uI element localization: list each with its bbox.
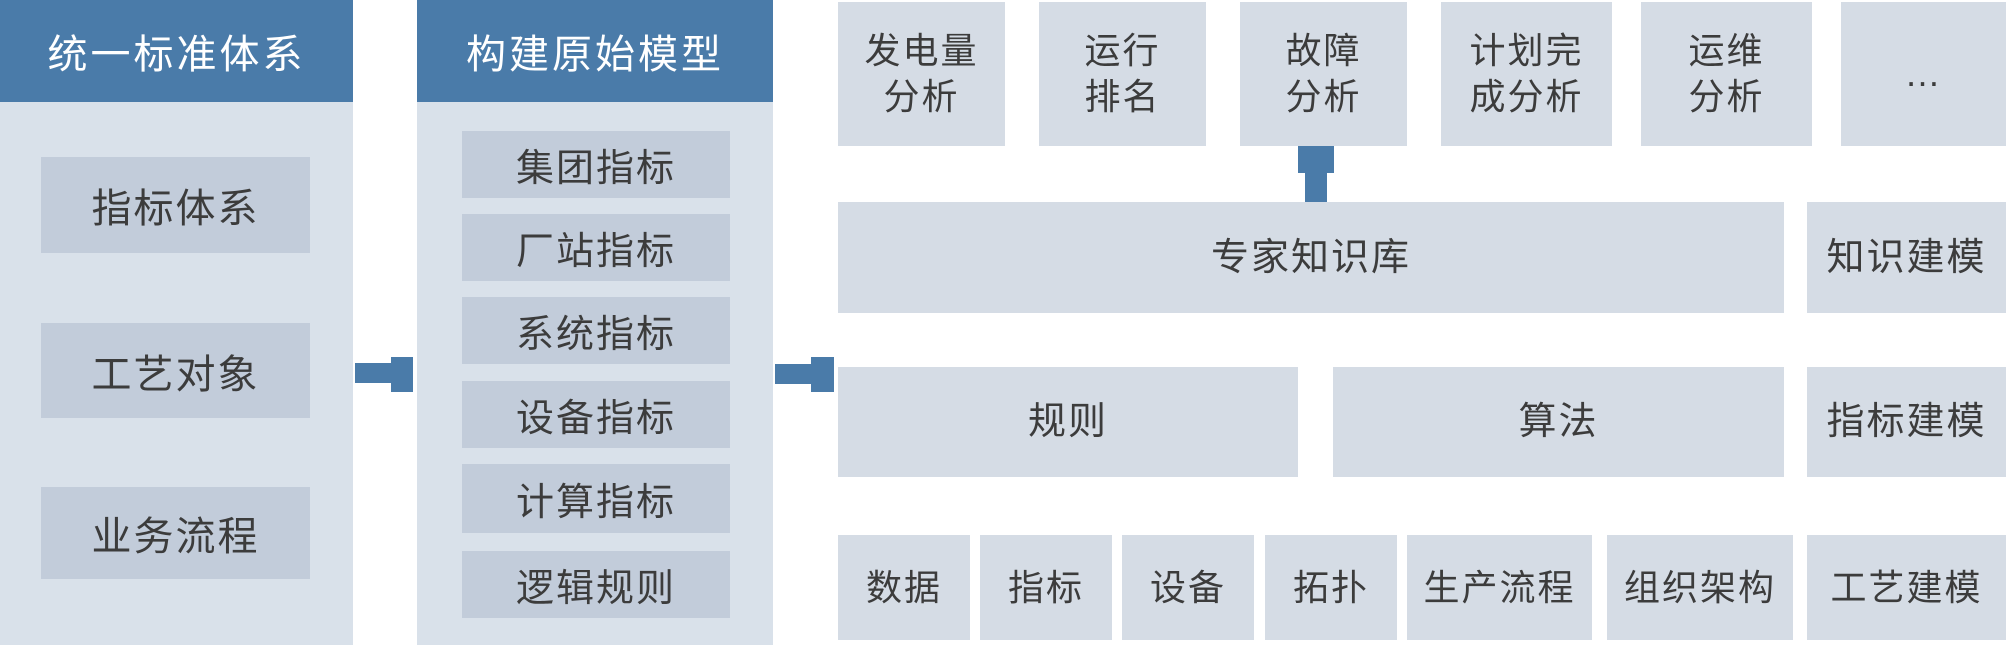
rules-box: 规则 bbox=[838, 367, 1298, 477]
knowledge-modeling-label: 知识建模 bbox=[1807, 202, 2006, 313]
analysis-box-plan-completion: 计划完 成分析 bbox=[1441, 2, 1612, 146]
object-box-indicator: 指标 bbox=[980, 535, 1112, 640]
model-item-plant-indicator: 厂站指标 bbox=[462, 214, 730, 281]
object-box-topology: 拓扑 bbox=[1265, 535, 1397, 640]
analysis-box-fault-analysis: 故障 分析 bbox=[1240, 2, 1407, 146]
original-model-header: 构建原始模型 bbox=[417, 0, 773, 102]
right-arrow-icon bbox=[775, 357, 834, 392]
standard-system-header: 统一标准体系 bbox=[0, 0, 353, 102]
object-box-org-structure: 组织架构 bbox=[1607, 535, 1793, 640]
analysis-box-ellipsis: … bbox=[1841, 2, 2006, 146]
analysis-box-operation-maintenance: 运维 分析 bbox=[1641, 2, 1812, 146]
object-box-data: 数据 bbox=[838, 535, 970, 640]
model-item-logic-rule: 逻辑规则 bbox=[462, 551, 730, 618]
algorithm-box: 算法 bbox=[1333, 367, 1784, 477]
analysis-box-power-generation: 发电量 分析 bbox=[838, 2, 1005, 146]
object-box-device: 设备 bbox=[1122, 535, 1254, 640]
model-item-system-indicator: 系统指标 bbox=[462, 297, 730, 364]
standard-item-process-object: 工艺对象 bbox=[41, 323, 310, 418]
right-arrow-icon bbox=[355, 357, 413, 392]
indicator-modeling-label: 指标建模 bbox=[1807, 367, 2006, 477]
process-modeling-label: 工艺建模 bbox=[1807, 535, 2006, 640]
expert-knowledge-base-box: 专家知识库 bbox=[838, 202, 1784, 313]
up-arrow-icon bbox=[1298, 146, 1334, 203]
standard-item-indicator-system: 指标体系 bbox=[41, 157, 310, 253]
analysis-box-operation-ranking: 运行 排名 bbox=[1039, 2, 1206, 146]
model-item-group-indicator: 集团指标 bbox=[462, 131, 730, 198]
object-box-production-flow: 生产流程 bbox=[1407, 535, 1592, 640]
standard-item-business-flow: 业务流程 bbox=[41, 487, 310, 579]
model-item-device-indicator: 设备指标 bbox=[462, 381, 730, 448]
model-item-calc-indicator: 计算指标 bbox=[462, 464, 730, 533]
